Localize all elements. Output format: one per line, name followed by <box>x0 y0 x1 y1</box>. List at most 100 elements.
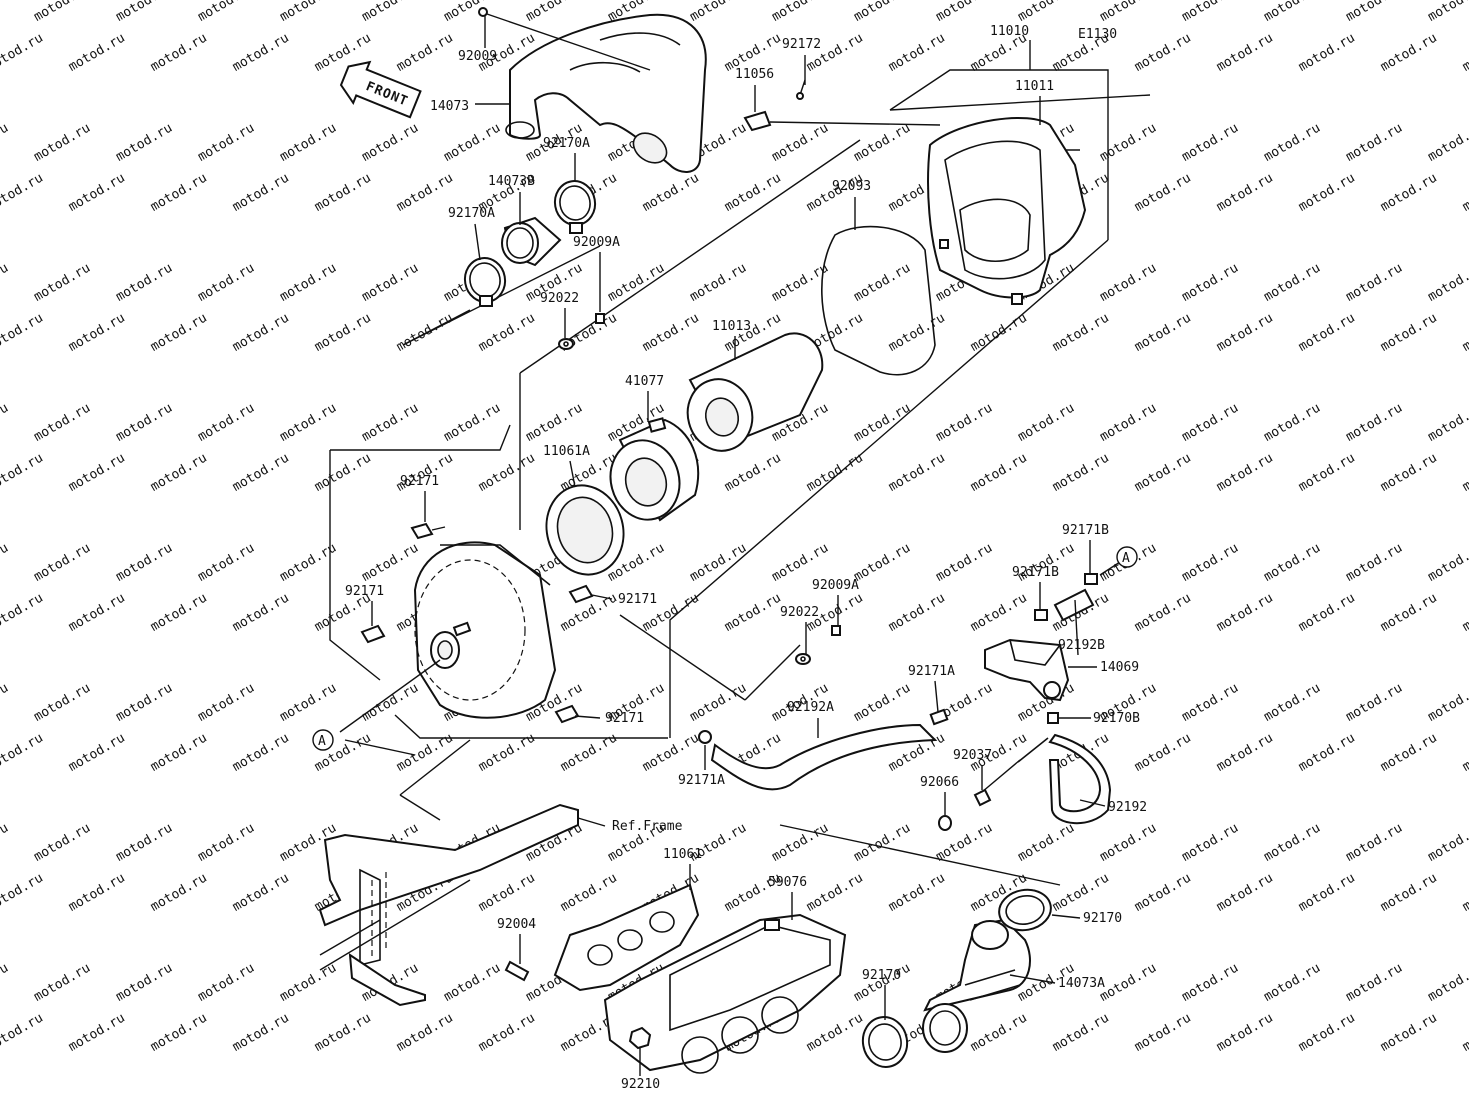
part-label: 11013 <box>712 319 751 334</box>
watermark-text: motod.ru <box>933 401 995 445</box>
watermark-text: motod.ru <box>230 451 292 495</box>
intake-manifold-59076 <box>603 913 847 1074</box>
clip-92171-a <box>410 522 446 540</box>
watermark-text: motod.ru <box>1378 591 1440 635</box>
watermark-text: motod.ru <box>230 171 292 215</box>
watermark-text: motod.ru <box>195 681 257 725</box>
watermark-text: motod.ru <box>886 311 948 355</box>
watermark-text: motod.ru <box>148 31 210 75</box>
clip-92171-c <box>568 584 594 604</box>
watermark-text: motod.ru <box>1460 31 1469 75</box>
filter-holder-41077 <box>609 417 700 522</box>
watermark-text: motod.ru <box>148 871 210 915</box>
watermark-text: motod.ru <box>66 1011 128 1055</box>
watermark-text: motod.ru <box>851 401 913 445</box>
watermark-text: motod.ru <box>230 871 292 915</box>
watermark-text: motod.ru <box>113 821 175 865</box>
watermark-text: motod.ru <box>148 1011 210 1055</box>
watermark-text: motod.ru <box>1097 961 1159 1005</box>
part-label: 92171A <box>908 664 955 679</box>
watermark-text: motod.ru <box>558 731 620 775</box>
gasket-11061a <box>545 484 625 576</box>
watermark-text: motod.ru <box>277 121 339 165</box>
watermark-text: motod.ru <box>66 591 128 635</box>
watermark-text: motod.ru <box>523 0 585 25</box>
watermark-text: motod.ru <box>1261 821 1323 865</box>
watermark-text: motod.ru <box>1132 731 1194 775</box>
watermark-text: motod.ru <box>277 0 339 25</box>
bolt-92009 <box>478 7 651 71</box>
bolt-92009a-right <box>831 625 841 636</box>
watermark-text: motod.ru <box>1097 261 1159 305</box>
watermark-text: motod.ru <box>1378 31 1440 75</box>
watermark-text: motod.ru <box>0 681 11 725</box>
hose-92192a <box>698 708 949 791</box>
watermark-text: motod.ru <box>1261 401 1323 445</box>
watermark-text: motod.ru <box>0 31 46 75</box>
watermark-text: motod.ru <box>968 311 1030 355</box>
part-label: 92171B <box>1062 523 1109 538</box>
watermark-text: motod.ru <box>1179 121 1241 165</box>
watermark-text: motod.ru <box>1050 1011 1112 1055</box>
watermark-text: motod.ru <box>394 31 456 75</box>
air-box-cover <box>339 541 557 733</box>
watermark-text: motod.ru <box>769 821 831 865</box>
part-label: 92004 <box>497 917 536 932</box>
part-label: 92093 <box>832 179 871 194</box>
watermark-text: motod.ru <box>1132 871 1194 915</box>
watermark-text: motod.ru <box>277 401 339 445</box>
ref-frame <box>318 803 606 1007</box>
marker-a-left-label: A <box>318 734 326 749</box>
part-label: 92022 <box>780 605 819 620</box>
watermark-text: motod.ru <box>31 0 93 25</box>
watermark-text: motod.ru <box>0 311 46 355</box>
watermark-text: motod.ru <box>1460 731 1469 775</box>
watermark-text: motod.ru <box>113 0 175 25</box>
watermark-text: motod.ru <box>1097 821 1159 865</box>
sleeve-14073b <box>501 216 562 267</box>
watermark-text: motod.ru <box>1214 31 1276 75</box>
hose-92192b <box>1034 561 1121 622</box>
watermark-text: motod.ru <box>312 171 374 215</box>
watermark-text: motod.ru <box>1296 871 1358 915</box>
marker-a-left: A <box>312 729 334 751</box>
watermark-text: motod.ru <box>640 311 702 355</box>
watermark-text: motod.ru <box>1179 681 1241 725</box>
watermark-text: motod.ru <box>1214 871 1276 915</box>
gasket-11061 <box>553 883 700 992</box>
watermark-text: motod.ru <box>195 821 257 865</box>
leader-line <box>1074 599 1079 656</box>
part-label: 11010 <box>990 24 1029 39</box>
part-label: 92172 <box>782 37 821 52</box>
watermark-text: motod.ru <box>722 171 784 215</box>
duct-14073a <box>922 918 1031 1053</box>
watermark-text: motod.ru <box>804 451 866 495</box>
watermark-text: motod.ru <box>476 451 538 495</box>
ref-frame-label: Ref.Frame <box>612 819 683 834</box>
part-label: 92171 <box>618 592 657 607</box>
watermark-text: motod.ru <box>1261 121 1323 165</box>
watermark-text: motod.ru <box>722 591 784 635</box>
gasket-92093 <box>821 225 936 376</box>
watermark-text: motod.ru <box>277 961 339 1005</box>
watermark-text: motod.ru <box>441 961 503 1005</box>
watermark-text: motod.ru <box>31 541 93 585</box>
watermark-text: motod.ru <box>1460 451 1469 495</box>
hose-92192 <box>1017 712 1112 825</box>
watermark-text: motod.ru <box>148 451 210 495</box>
watermark-text: motod.ru <box>277 261 339 305</box>
watermark-text: motod.ru <box>1132 451 1194 495</box>
part-label: 92192A <box>787 700 834 715</box>
watermark-text: motod.ru <box>148 731 210 775</box>
leader-line <box>934 680 939 713</box>
watermark-text: motod.ru <box>113 961 175 1005</box>
part-label: 11056 <box>735 67 774 82</box>
watermark-text: motod.ru <box>886 451 948 495</box>
watermark-text: motod.ru <box>0 0 11 25</box>
watermark-text: motod.ru <box>1425 401 1469 445</box>
part-label: 11061A <box>543 444 590 459</box>
breather-14069 <box>984 638 1070 702</box>
watermark-text: motod.ru <box>886 31 948 75</box>
watermark-text: motod.ru <box>1214 591 1276 635</box>
